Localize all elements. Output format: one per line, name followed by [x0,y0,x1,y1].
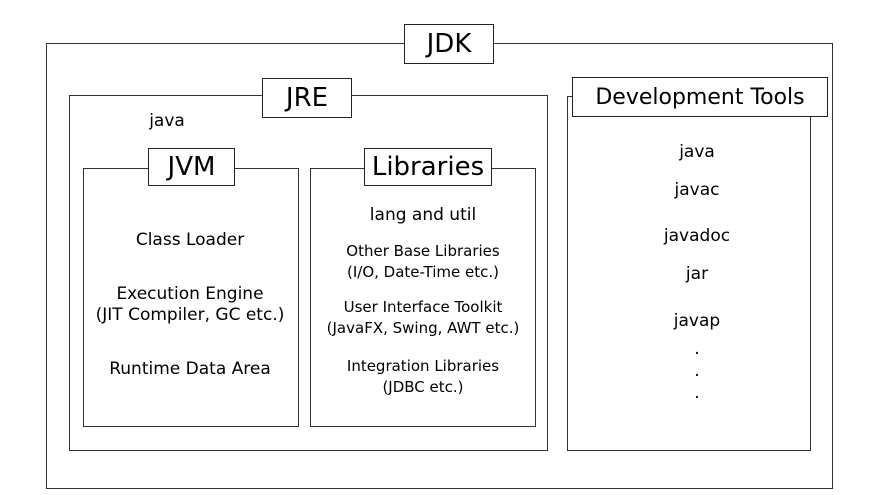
dev-tool-javadoc: javadoc [663,226,731,246]
libraries-title: Libraries [364,148,492,186]
libraries-item-base-libraries: Other Base Libraries (I/O, Date-Time etc… [346,241,499,283]
jre-java-launcher: java [149,111,185,131]
dev-tool-javac: javac [674,180,720,200]
jre-title: JRE [262,78,352,118]
jvm-title: JVM [148,148,235,186]
jvm-item-runtime-data-area: Runtime Data Area [109,359,271,379]
jvm-item-execution-engine: Execution Engine (JIT Compiler, GC etc.) [96,284,285,326]
dev-tool-javap: javap [673,311,721,331]
jvm-item-execution-engine-line1: Execution Engine [116,284,264,304]
libraries-container [310,168,536,427]
libraries-item-integration: Integration Libraries (JDBC etc.) [347,356,499,398]
libraries-item-lang-util: lang and util [369,205,477,225]
libraries-item-base-libraries-line2: (I/O, Date-Time etc.) [346,263,499,281]
dev-tool-java: java [679,142,715,162]
libraries-item-integration-line2: (JDBC etc.) [382,378,464,396]
dev-tool-ellipsis-dot: . [694,339,700,359]
libraries-item-ui-toolkit-line1: User Interface Toolkit [343,298,503,316]
dev-tool-ellipsis-dot: . [694,361,700,381]
libraries-item-ui-toolkit: User Interface Toolkit (JavaFX, Swing, A… [327,297,520,339]
jdk-title: JDK [404,24,494,64]
dev-tools-container [567,96,811,451]
jvm-container [83,168,299,427]
libraries-item-integration-line1: Integration Libraries [346,357,500,375]
libraries-item-base-libraries-line1: Other Base Libraries [346,242,500,260]
libraries-item-ui-toolkit-line2: (JavaFX, Swing, AWT etc.) [326,319,520,337]
dev-tool-ellipsis-dot: . [694,383,700,403]
dev-tool-jar: jar [685,264,709,284]
jvm-item-class-loader: Class Loader [135,230,245,250]
dev-tools-title: Development Tools [572,77,828,117]
jvm-item-execution-engine-line2: (JIT Compiler, GC etc.) [95,305,285,325]
